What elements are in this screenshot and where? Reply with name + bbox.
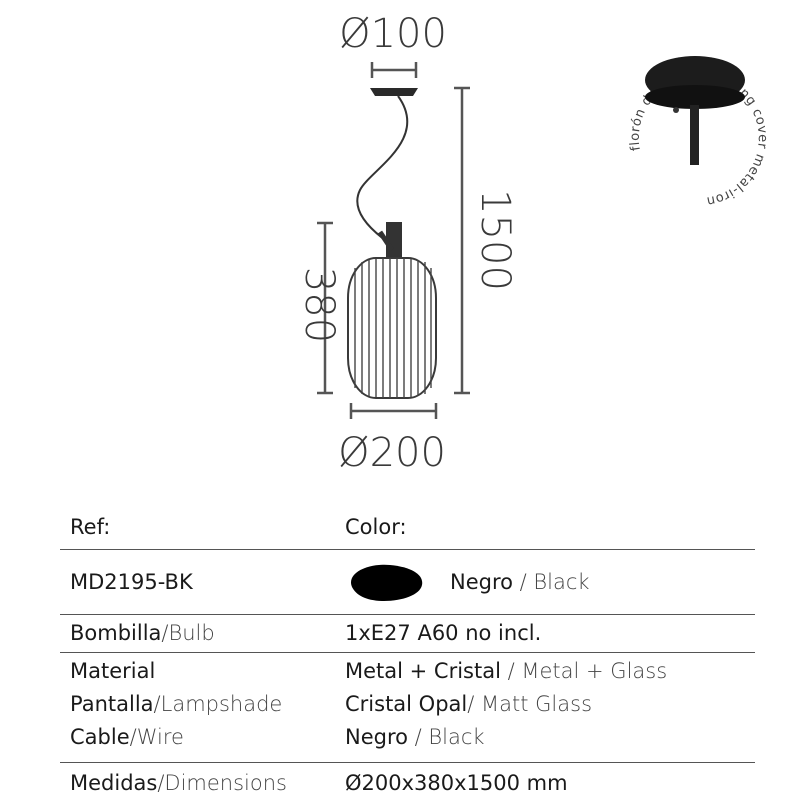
lampshade-label: Pantalla/Lampshade <box>70 692 283 716</box>
glass-lampshade <box>347 257 437 399</box>
shade-diameter-dimension-line <box>349 403 438 419</box>
dimensions-value: Ø200x380x1500 mm <box>345 771 568 795</box>
bulb-value: 1xE27 A60 no incl. <box>345 621 542 645</box>
total-height-label: 1500 <box>472 189 518 291</box>
material-value: Metal + Cristal / Metal + Glass <box>345 659 668 683</box>
ceiling-cover-badge: florón de metal - ceiling cover metal-ir… <box>628 56 769 209</box>
reference-row: MD2195-BK Negro / Black <box>60 550 755 615</box>
ceiling-canopy <box>370 88 418 96</box>
material-label: Material <box>70 659 156 683</box>
total-height-dimension-line <box>454 86 470 395</box>
material-row: Material Metal + Cristal / Metal + Glass… <box>60 653 755 763</box>
bulb-row: Bombilla/Bulb 1xE27 A60 no incl. <box>60 615 755 653</box>
dimensions-label: Medidas/Dimensions <box>70 771 287 795</box>
color-value: Negro / Black <box>450 570 590 594</box>
cable-label: Cable/Wire <box>70 725 184 749</box>
canopy-diameter-label: Ø100 <box>339 11 447 57</box>
holder-arm <box>377 230 395 252</box>
specification-table: Ref: Color: MD2195-BK Negro / Black Bomb… <box>60 505 755 803</box>
canopy-dimension-line <box>370 62 418 78</box>
lampshade-value: Cristal Opal/ Matt Glass <box>345 692 593 716</box>
ref-header: Ref: <box>70 515 111 539</box>
shade-diameter-label: Ø200 <box>338 430 446 476</box>
pendant-cable <box>356 95 408 246</box>
ref-value: MD2195-BK <box>70 570 193 594</box>
table-header-row: Ref: Color: <box>60 505 755 550</box>
lamp-holder <box>386 222 402 258</box>
dimensions-row: Medidas/Dimensions Ø200x380x1500 mm <box>60 763 755 803</box>
color-swatch <box>350 564 423 601</box>
shade-height-dimension-line <box>317 221 333 395</box>
shade-height-label: 380 <box>296 267 342 343</box>
color-header: Color: <box>345 515 407 539</box>
cable-value: Negro / Black <box>345 725 485 749</box>
technical-drawing: Ø100 380 <box>296 11 769 476</box>
bulb-label: Bombilla/Bulb <box>70 621 215 645</box>
